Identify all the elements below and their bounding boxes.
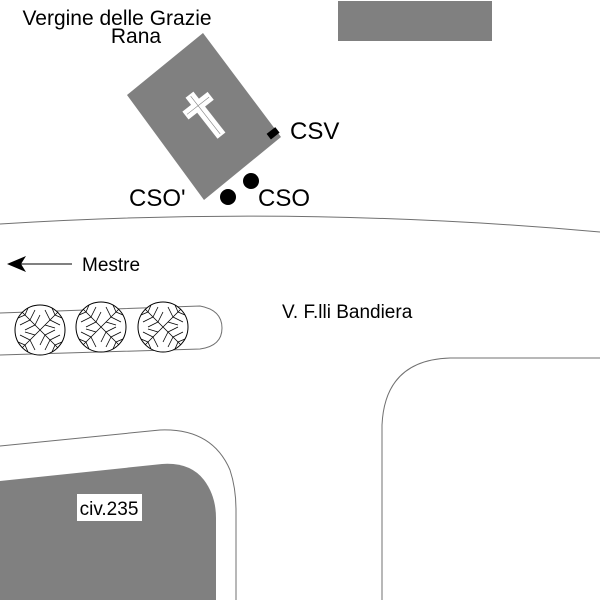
- cso-label: CSO: [258, 185, 310, 212]
- cso-marker: [243, 173, 259, 189]
- csv-marker: [266, 127, 280, 140]
- cross-icon: [182, 91, 226, 139]
- direction-label: Mestre: [82, 255, 140, 276]
- tree-icon: [75, 301, 127, 353]
- arrow-left-icon: [7, 256, 72, 272]
- building-civ-235: [0, 463, 216, 600]
- cso-prime-label: CSO': [129, 185, 186, 212]
- curb-south-west: [0, 429, 237, 600]
- curb-south-east: [381, 357, 600, 600]
- tree-icon: [14, 304, 66, 356]
- civic-number-plate: [77, 494, 142, 521]
- cso-prime-marker: [220, 189, 236, 205]
- civic-number: civ.235: [80, 499, 139, 520]
- building-top-right: [338, 1, 492, 41]
- median-island: [0, 305, 223, 356]
- tree-icon: [137, 301, 189, 353]
- street-name: V. F.lli Bandiera: [282, 302, 413, 323]
- road-edge-north: [0, 215, 600, 233]
- church-name-line2: Rana: [111, 25, 162, 48]
- csv-label: CSV: [290, 118, 339, 145]
- church-name-line1: Vergine delle Grazie: [22, 7, 211, 30]
